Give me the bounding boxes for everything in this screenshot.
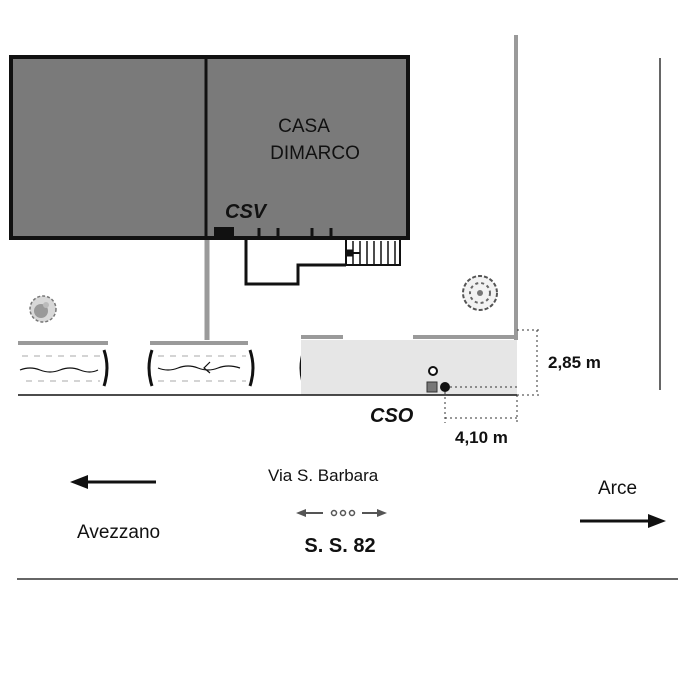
dimension-lines xyxy=(444,329,541,423)
street-name: Via S. Barbara xyxy=(268,466,379,485)
planter-2 xyxy=(147,341,255,387)
dimension-depth-label: 4,10 m xyxy=(455,428,508,447)
double-arrow-icon xyxy=(296,509,387,517)
cso-label: CSO xyxy=(370,405,414,427)
planter-1 xyxy=(18,341,109,387)
arrow-right-icon xyxy=(580,514,666,528)
bush-icon xyxy=(29,295,57,323)
cso-box-icon xyxy=(426,381,438,393)
dimension-width-label: 2,85 m xyxy=(548,353,601,372)
entrance-porch xyxy=(244,240,346,286)
tree-icon xyxy=(462,275,498,311)
csv-valve-marker xyxy=(214,227,234,238)
building-name-line1: CASA xyxy=(278,116,330,137)
cso-valve-marker xyxy=(440,382,450,392)
arrow-left-icon xyxy=(70,475,156,489)
cso-small-ring-icon xyxy=(428,366,438,376)
cso-platform xyxy=(301,340,517,395)
building-casa-dimarco xyxy=(9,55,410,240)
csv-label: CSV xyxy=(225,201,268,223)
entrance-stairs xyxy=(345,240,401,266)
highway-label: S. S. 82 xyxy=(304,535,375,557)
building-name-line2: DIMARCO xyxy=(270,143,360,164)
east-destination: Arce xyxy=(598,478,637,499)
facade-ticks xyxy=(257,228,333,240)
west-destination: Avezzano xyxy=(77,522,160,543)
